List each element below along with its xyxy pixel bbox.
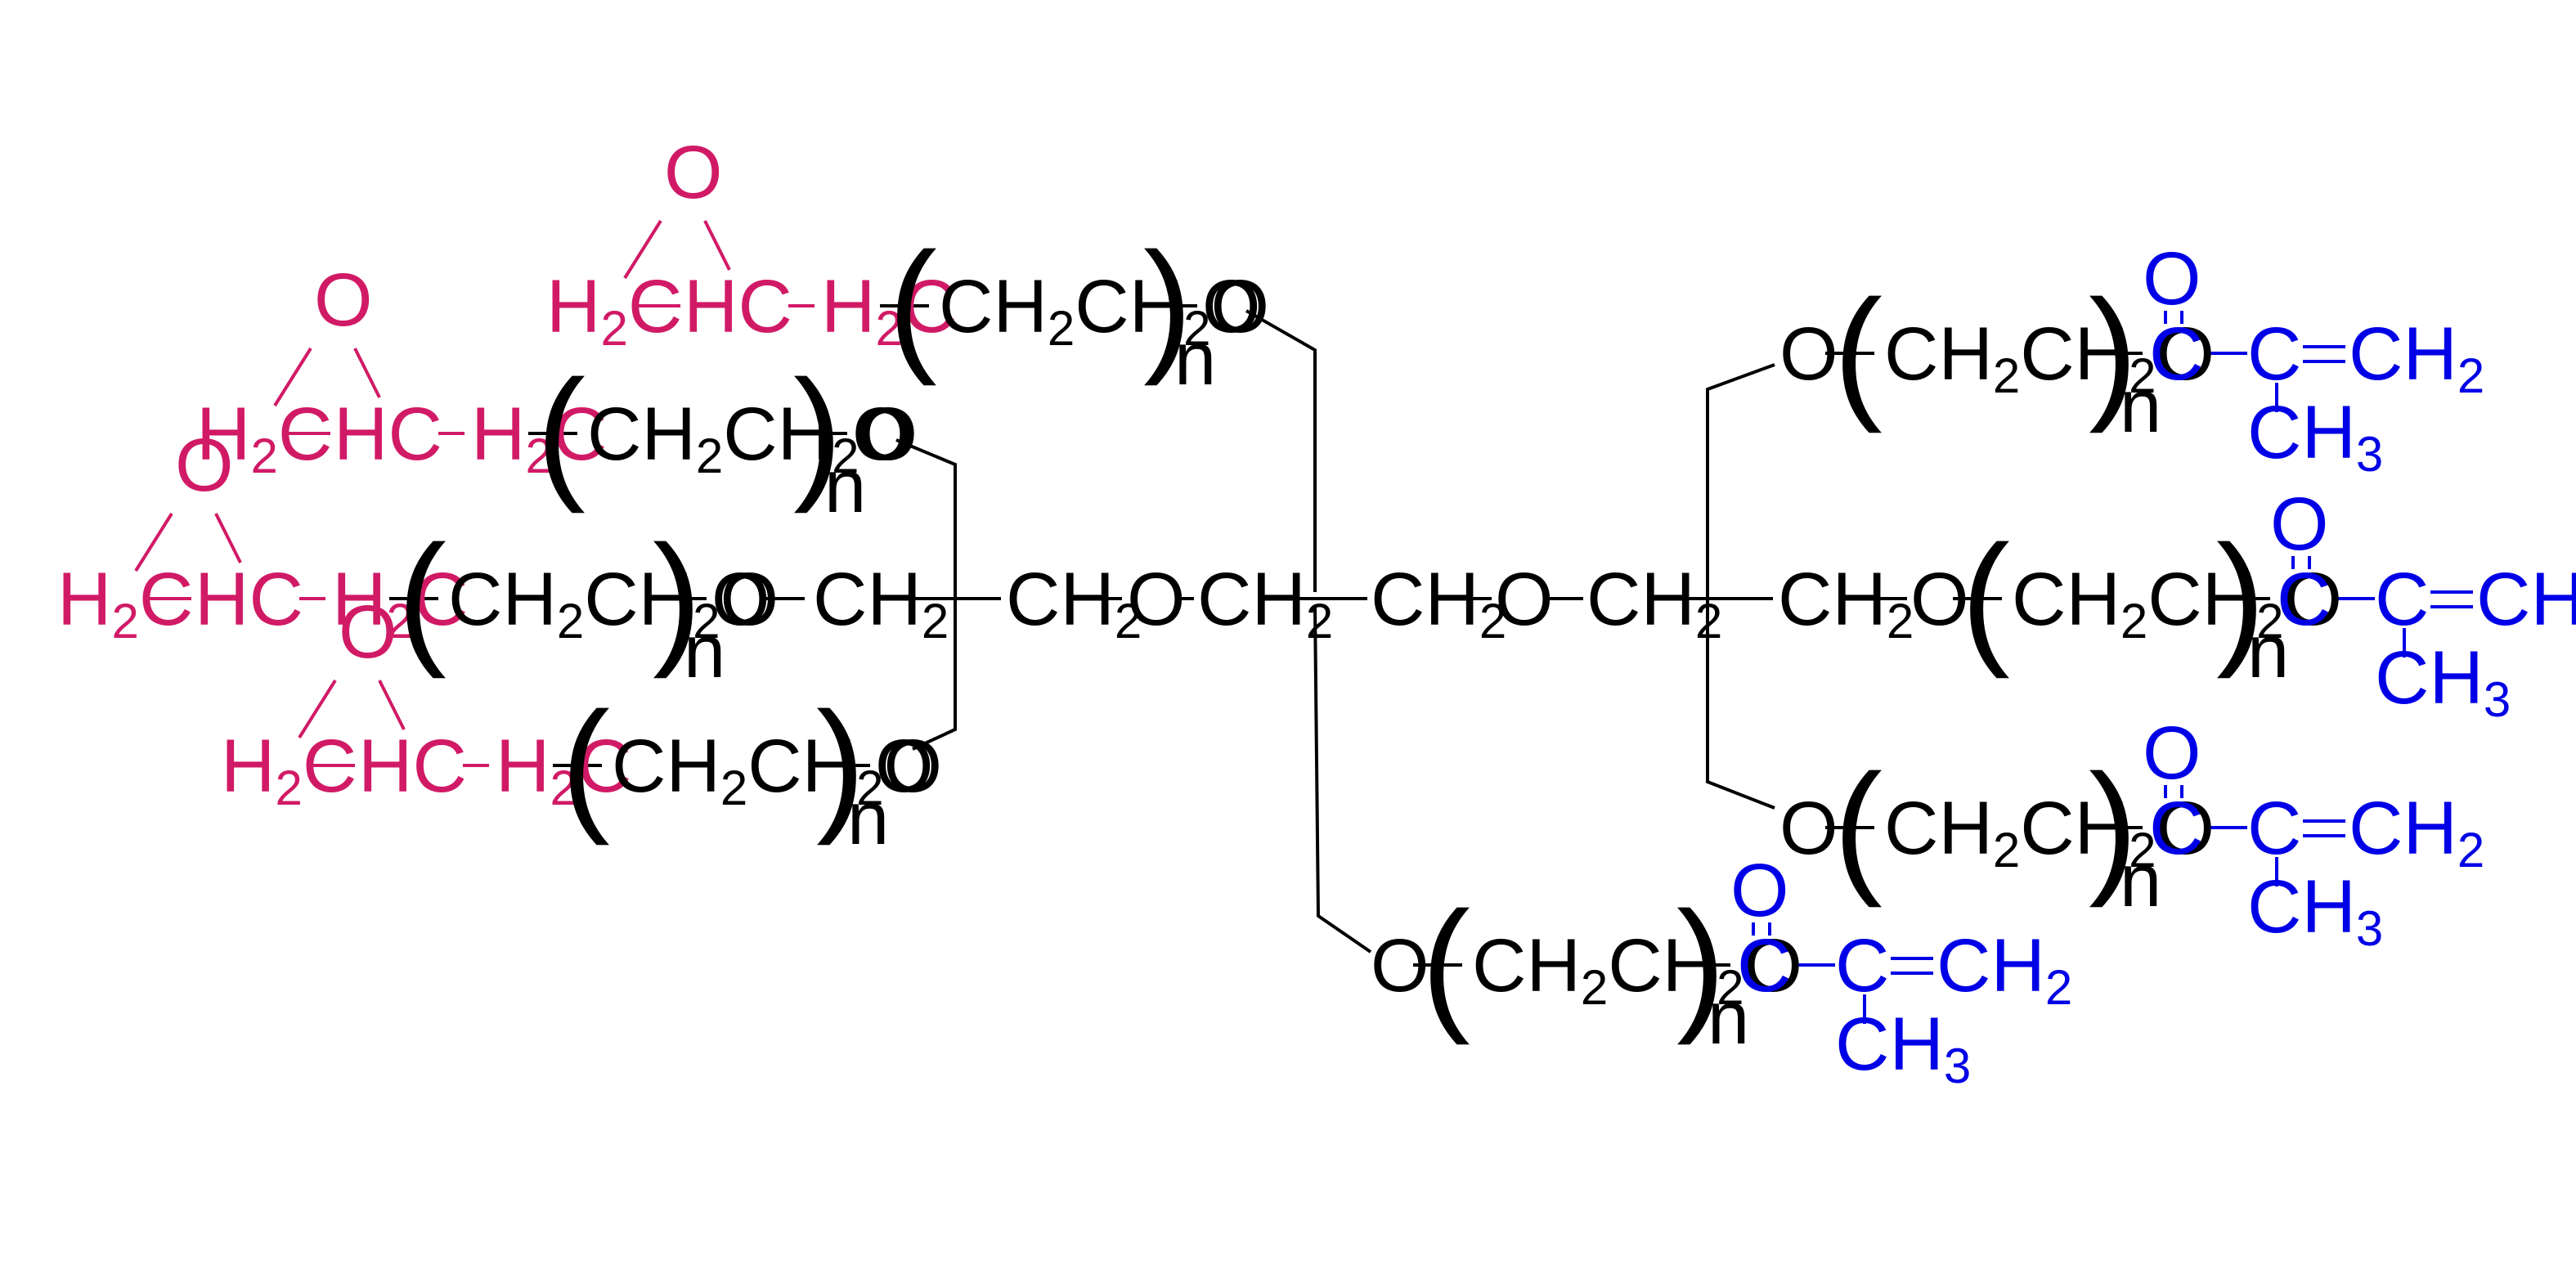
repeat-open-paren: ( bbox=[397, 515, 447, 680]
epoxide-ch2-label: H2C bbox=[546, 265, 682, 356]
peo-repeat-label: CH2CH2O bbox=[1884, 787, 2215, 877]
epoxide-ring-bond bbox=[214, 513, 242, 563]
epoxide-ch-label: HC bbox=[358, 725, 467, 808]
ether-oxygen-label: O bbox=[852, 393, 911, 476]
carbonyl-carbon-label: C bbox=[2149, 312, 2203, 396]
repeat-close-paren: ) bbox=[1143, 222, 1192, 387]
methyl-label: CH3 bbox=[2247, 391, 2383, 482]
ether-oxygen-label: O bbox=[1779, 787, 1838, 870]
carbonyl-oxygen-label: O bbox=[2143, 237, 2201, 321]
epoxide-oxygen-label: O bbox=[339, 590, 397, 674]
vinyl-ch2-label: CH2 bbox=[2349, 787, 2484, 877]
ether-oxygen-label: O bbox=[1495, 558, 1554, 641]
repeat-index-n: n bbox=[684, 610, 725, 693]
epoxide-ch2-label: H2C bbox=[221, 725, 357, 815]
ether-oxygen-label: O bbox=[875, 725, 934, 808]
vinyl-ch2-label: CH2 bbox=[1936, 924, 2072, 1015]
epoxide-ring-bond bbox=[134, 512, 173, 572]
ether-oxygen-label: O bbox=[1371, 924, 1429, 1008]
repeat-close-paren: ) bbox=[1676, 882, 1726, 1046]
epoxide-oxygen-label: O bbox=[664, 131, 723, 214]
linker-ch2-label: H2C bbox=[332, 558, 468, 648]
repeat-index-n: n bbox=[847, 777, 889, 860]
repeat-index-n: n bbox=[2120, 365, 2161, 448]
methyl-label: CH3 bbox=[1835, 1003, 1971, 1093]
peo-repeat-label: CH2CH2O bbox=[2012, 558, 2342, 648]
methyl-label: CH3 bbox=[2375, 636, 2511, 727]
vinyl-ch2-label: CH2 bbox=[2476, 558, 2576, 648]
peo-repeat-label: CH2CH2O bbox=[939, 265, 1269, 356]
carbonyl-oxygen-label: O bbox=[2270, 482, 2329, 566]
ether-oxygen-label: O bbox=[711, 558, 770, 641]
epoxide-ch-label: HC bbox=[195, 558, 303, 641]
ether-oxygen-label: O bbox=[1202, 265, 1261, 348]
repeat-open-paren: ( bbox=[888, 222, 937, 387]
repeat-open-paren: ( bbox=[1421, 882, 1470, 1046]
carbonyl-oxygen-label: O bbox=[2143, 711, 2201, 795]
repeat-close-paren: ) bbox=[2089, 270, 2138, 434]
right-core-branch bbox=[1706, 363, 1775, 810]
methylene-label: CH2 bbox=[1006, 558, 1142, 648]
ether-oxygen-label: O bbox=[1910, 558, 1969, 641]
linker-ch2-label: H2C bbox=[496, 725, 631, 815]
repeat-open-paren: ( bbox=[1833, 744, 1883, 909]
alpha-carbon-label: C bbox=[2247, 787, 2301, 870]
linker-ch2-label: H2C bbox=[471, 393, 607, 483]
epoxide-ring-bond bbox=[273, 347, 312, 407]
epoxide-ch2-label: H2C bbox=[57, 558, 193, 648]
methylene-label: CH2 bbox=[813, 558, 949, 648]
repeat-open-paren: ( bbox=[536, 350, 586, 514]
peo-repeat-label: CH2CH2O bbox=[1884, 312, 2215, 403]
epoxide-ring-bond bbox=[378, 680, 406, 730]
epoxide-ring-bond bbox=[703, 220, 731, 271]
methylene-label: CH2 bbox=[1586, 558, 1722, 648]
epoxide-ch-label: HC bbox=[334, 393, 442, 476]
carbonyl-oxygen-label: O bbox=[1730, 849, 1789, 932]
alpha-carbon-label: C bbox=[2247, 312, 2301, 396]
methylene-label: CH2 bbox=[1371, 558, 1506, 648]
backbone-bonds bbox=[134, 219, 2473, 1024]
repeat-index-n: n bbox=[1708, 976, 1749, 1060]
repeat-open-paren: ( bbox=[1833, 270, 1883, 434]
methylene-label: CH2 bbox=[1197, 558, 1333, 648]
repeat-close-paren: ) bbox=[2089, 744, 2138, 909]
repeat-index-n: n bbox=[2120, 839, 2161, 922]
repeat-index-n: n bbox=[1174, 317, 1216, 401]
peo-repeat-label: CH2CH2O bbox=[1472, 924, 1802, 1015]
epoxide-ring-bond bbox=[298, 679, 337, 739]
ether-oxygen-label: O bbox=[1127, 558, 1186, 641]
peo-repeat-label: CH2CH2O bbox=[612, 725, 942, 815]
repeat-close-paren: ) bbox=[816, 682, 865, 846]
central-down-branch bbox=[1313, 604, 1372, 954]
carbonyl-carbon-label: C bbox=[2149, 787, 2203, 870]
repeat-close-paren: ) bbox=[2216, 515, 2265, 680]
epoxide-oxygen-label: O bbox=[175, 424, 234, 507]
alpha-carbon-label: C bbox=[1835, 924, 1889, 1008]
epoxide-ring-bond bbox=[353, 348, 381, 398]
peo-repeat-label: CH2CH2O bbox=[587, 393, 918, 483]
peo-repeat-label: CH2CH2O bbox=[448, 558, 779, 648]
vinyl-ch2-label: CH2 bbox=[2349, 312, 2484, 403]
methyl-label: CH3 bbox=[2247, 865, 2383, 956]
central-up-branch bbox=[1245, 309, 1317, 592]
repeat-close-paren: ) bbox=[793, 350, 842, 514]
repeat-index-n: n bbox=[2247, 610, 2289, 693]
repeat-close-paren: ) bbox=[653, 515, 702, 680]
carbonyl-carbon-label: C bbox=[2277, 558, 2331, 641]
epoxide-ring-bond bbox=[623, 219, 662, 280]
linker-ch2-label: H2C bbox=[821, 265, 957, 356]
epoxide-ch-label: HC bbox=[684, 265, 792, 348]
repeat-index-n: n bbox=[824, 445, 866, 528]
methylene-label: CH2 bbox=[1778, 558, 1914, 648]
repeat-open-paren: ( bbox=[561, 682, 610, 846]
alpha-carbon-label: C bbox=[2375, 558, 2429, 641]
ether-oxygen-label: O bbox=[1779, 312, 1838, 396]
repeat-open-paren: ( bbox=[1961, 515, 2010, 680]
epoxide-oxygen-label: O bbox=[314, 258, 373, 342]
epoxide-ch2-label: H2C bbox=[196, 393, 332, 483]
carbonyl-carbon-label: C bbox=[1737, 924, 1791, 1008]
